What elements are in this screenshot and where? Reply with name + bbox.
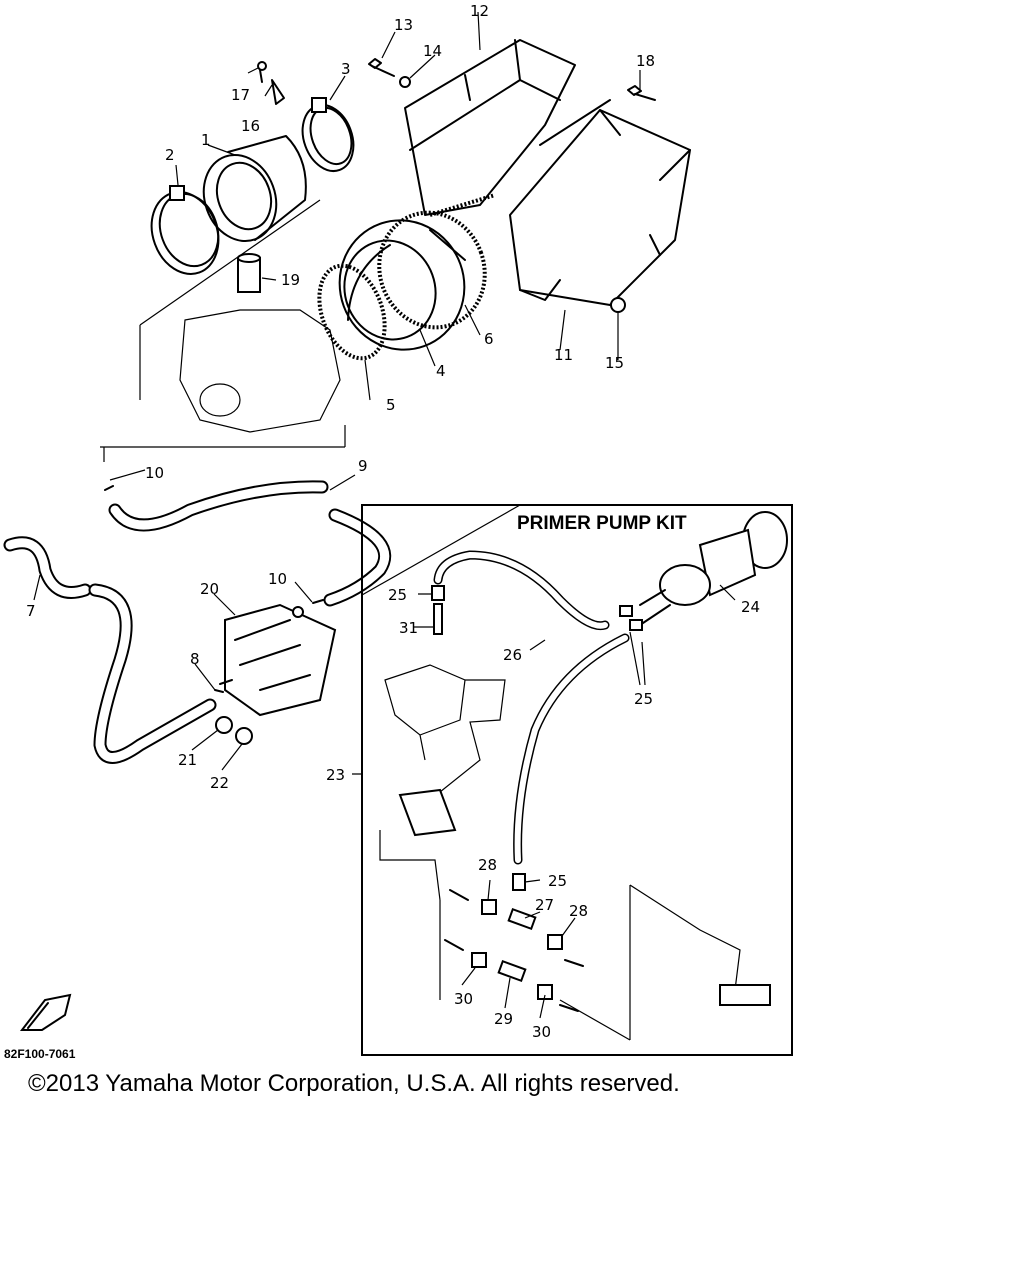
callout-21: 21 — [178, 751, 197, 769]
clamp-part-2 — [150, 185, 220, 275]
carburetor-outline-part-23 — [379, 664, 771, 1041]
callout-11: 11 — [554, 346, 573, 364]
callout-14: 14 — [423, 42, 442, 60]
intake-boot-part-4 — [338, 219, 466, 351]
callout-25-c: 25 — [548, 872, 567, 890]
callout-13: 13 — [394, 16, 413, 34]
copyright-notice: ©2013 Yamaha Motor Corporation, U.S.A. A… — [28, 1070, 680, 1097]
drawing-code: 82F100-7061 — [4, 1047, 76, 1061]
clip-part-16-17 — [257, 61, 285, 105]
callout-3: 3 — [341, 60, 351, 78]
callout-8: 8 — [190, 650, 200, 668]
callout-10-a: 10 — [145, 464, 164, 482]
callout-1: 1 — [201, 131, 211, 149]
primer-pump-part-24 — [639, 511, 788, 626]
callout-2: 2 — [165, 146, 175, 164]
callout-10-b: 10 — [268, 570, 287, 588]
callout-18: 18 — [636, 52, 655, 70]
callout-25-a: 25 — [388, 586, 407, 604]
callout-30-b: 30 — [532, 1023, 551, 1041]
tube-part-26 — [433, 550, 630, 865]
leader-lines — [33, 11, 736, 1019]
clamp-part-3 — [301, 97, 355, 172]
callout-12: 12 — [470, 2, 489, 20]
fitting-part-25-31 — [431, 585, 643, 891]
bolt-part-18 — [627, 85, 656, 101]
clip-part-10 — [104, 485, 324, 604]
callout-24: 24 — [741, 598, 760, 616]
hose-part-9 — [108, 480, 392, 607]
callout-17: 17 — [231, 86, 250, 104]
callout-28-a: 28 — [478, 856, 497, 874]
callout-25-b: 25 — [634, 690, 653, 708]
callout-22: 22 — [210, 774, 229, 792]
hose-part-7 — [3, 536, 217, 764]
fitting-part-21-22 — [215, 716, 253, 745]
callout-19: 19 — [281, 271, 300, 289]
callout-6: 6 — [484, 330, 494, 348]
callout-30-a: 30 — [454, 990, 473, 1008]
callout-26: 26 — [503, 646, 522, 664]
kit-title: PRIMER PUMP KIT — [517, 513, 687, 534]
fittings-part-27-30 — [444, 889, 584, 1012]
callout-15: 15 — [605, 354, 624, 372]
intake-joint-part-1 — [202, 135, 307, 243]
callout-29: 29 — [494, 1010, 513, 1028]
callout-4: 4 — [436, 362, 446, 380]
primer-pump-kit-frame — [361, 504, 793, 1056]
exploded-parts-diagram: 1 2 3 4 5 6 7 8 9 10 10 11 12 13 14 15 1… — [3, 2, 793, 1061]
callout-5: 5 — [386, 396, 396, 414]
airbox-cover-part-12 — [404, 39, 576, 217]
callout-23: 23 — [326, 766, 345, 784]
band-part-5-6 — [317, 210, 487, 361]
airbox-case-part-11 — [509, 99, 691, 306]
callout-27: 27 — [535, 896, 554, 914]
callout-31: 31 — [399, 619, 418, 637]
callout-16: 16 — [241, 117, 260, 135]
front-arrow-icon — [19, 993, 72, 1031]
bolt-part-13-14 — [368, 58, 411, 88]
callout-9: 9 — [358, 457, 368, 475]
callout-28-b: 28 — [569, 902, 588, 920]
callout-20: 20 — [200, 580, 219, 598]
filter-part-19 — [237, 253, 261, 293]
callout-7: 7 — [26, 602, 36, 620]
engine-outline — [100, 199, 346, 462]
fuel-pump-part-20 — [214, 603, 337, 717]
nut-part-15 — [610, 297, 626, 313]
